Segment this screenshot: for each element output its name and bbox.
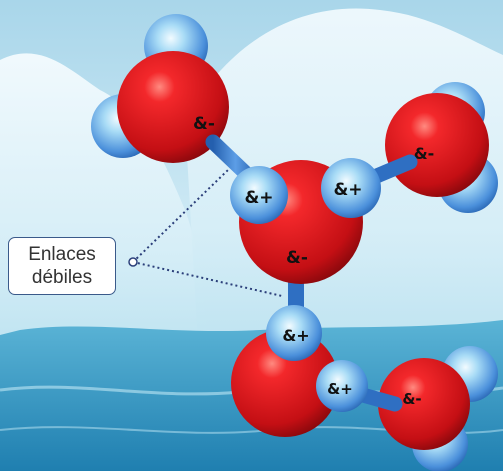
water-molecule-top-right: &- [385,82,498,213]
oxygen-atom [385,93,489,197]
callout-line-2: débiles [31,267,93,288]
water-molecule-center: &+ &+ &- [230,158,381,284]
hydrogen-atom [316,360,368,412]
oxygen-atom [378,358,470,450]
water-molecule-bottom-center: &+ &+ [231,305,368,437]
hydrogen-atom [230,166,288,224]
oxygen-charge-label: &- [193,114,215,134]
hydrogen-atom [321,158,381,218]
weak-bond-lines [128,169,283,297]
hydrogen-atom [266,305,322,361]
hydrogen-charge-label: &+ [333,180,362,200]
hydrogen-charge-label: &+ [244,188,273,208]
oxygen-atom [231,329,339,437]
weak-bonds-callout: Enlaces débiles [8,237,116,295]
hydrogen-charge-label: &+ [327,380,353,398]
oxygen-charge-label: &- [414,144,435,163]
oxygen-charge-label: &- [402,390,421,408]
hydrogen-charge-label: &+ [282,326,309,345]
callout-anchor-dot [128,257,138,267]
oxygen-atom [117,51,229,163]
water-molecule-top-left: &- [91,14,229,163]
callout-line-1: Enlaces [28,244,96,265]
water-molecule-bottom-right: &- [378,346,498,471]
oxygen-charge-label: &- [286,248,308,268]
